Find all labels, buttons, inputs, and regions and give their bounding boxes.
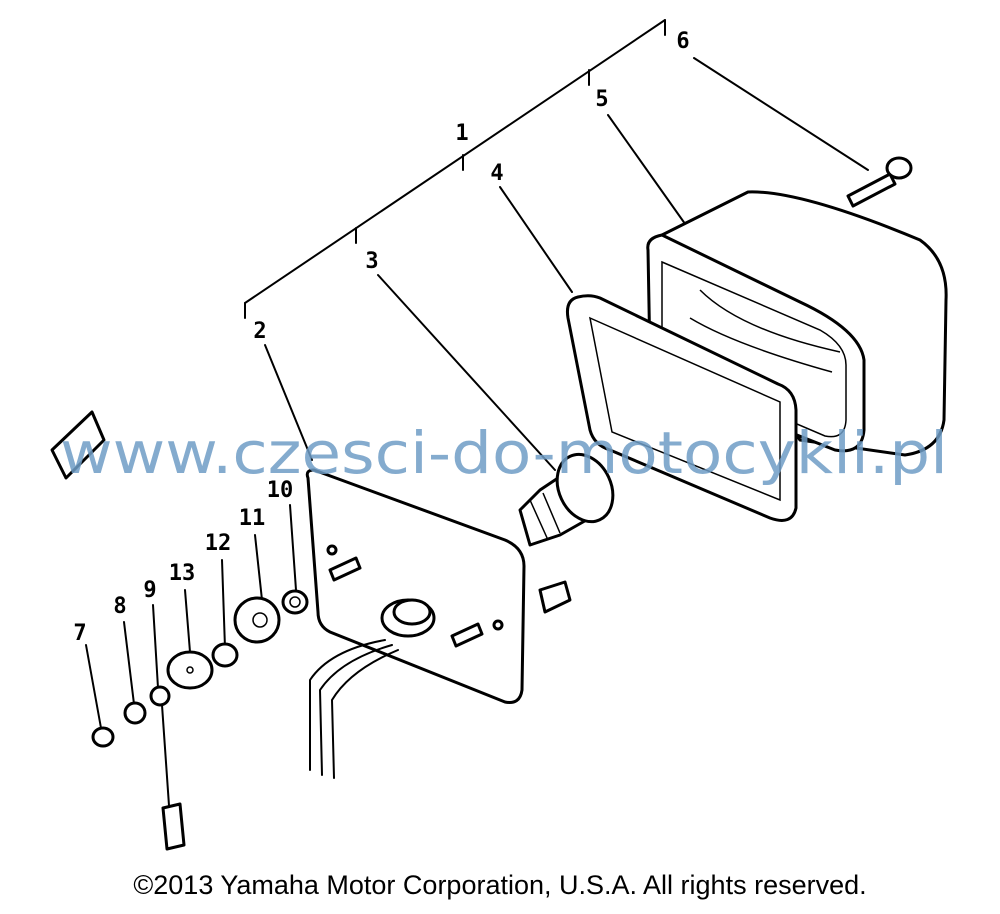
washer-13 <box>166 650 214 690</box>
callout-13: 13 <box>169 561 196 586</box>
callout-12: 12 <box>205 531 232 556</box>
callout-11: 11 <box>239 506 266 531</box>
grommet-11 <box>233 596 281 644</box>
copyright-notice: ©2013 Yamaha Motor Corporation, U.S.A. A… <box>133 870 867 900</box>
leader-lines <box>85 57 869 729</box>
collar-12 <box>211 642 239 668</box>
callout-1: 1 <box>455 121 468 146</box>
callout-7: 7 <box>73 621 86 646</box>
assembly-bracket <box>244 19 666 319</box>
bulb <box>518 452 615 547</box>
callout-6: 6 <box>676 29 689 54</box>
callout-10: 10 <box>267 478 294 503</box>
base-plate <box>305 468 572 704</box>
callout-8: 8 <box>113 594 126 619</box>
bolt-9 <box>149 685 186 851</box>
callout-5: 5 <box>595 87 608 112</box>
callout-2: 2 <box>253 319 266 344</box>
callout-3: 3 <box>365 249 378 274</box>
lens-gasket <box>566 294 798 522</box>
washer-10 <box>281 589 309 615</box>
watermark: www.czesci-do-motocykli.pl <box>60 419 948 487</box>
clip <box>50 410 106 480</box>
callout-9: 9 <box>143 578 156 603</box>
washer-8 <box>123 701 147 725</box>
callout-4: 4 <box>490 161 503 186</box>
nut-7 <box>91 726 115 748</box>
callout-numbers: 1 2 3 4 5 6 7 8 9 10 11 12 13 <box>73 29 689 646</box>
lens-screw <box>846 156 913 208</box>
wires <box>309 639 399 779</box>
